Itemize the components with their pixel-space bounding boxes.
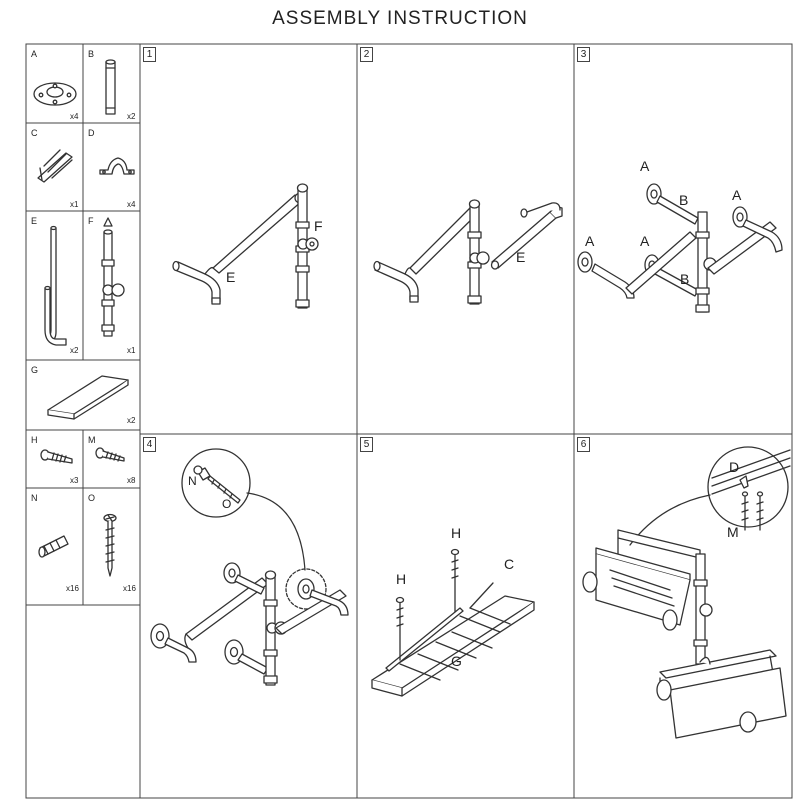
- part-qty-e: x2: [70, 346, 79, 355]
- tee-pipe-icon: [101, 217, 125, 337]
- step5-callout-h2: H: [451, 525, 462, 541]
- part-letter-o: O: [88, 493, 96, 503]
- step6-callout-m: M: [727, 524, 739, 540]
- step-5-illustration: [371, 548, 535, 697]
- pipe-strap-icon: [99, 157, 135, 175]
- part-letter-c: C: [31, 128, 38, 138]
- part-qty-a: x4: [70, 112, 79, 121]
- small-screw-icon: [95, 447, 125, 462]
- step3-callout-a1: A: [640, 158, 650, 174]
- step3-callout-b2: B: [680, 271, 690, 287]
- step1-callout-e: E: [226, 269, 236, 285]
- step3-callout-b1: B: [679, 192, 689, 208]
- flange-icon: [33, 82, 77, 106]
- part-qty-h: x3: [70, 476, 79, 485]
- pipe-icon: [105, 59, 116, 115]
- step-2-illustration: [373, 199, 563, 305]
- wall-anchor-icon: [38, 535, 69, 558]
- step-number-1: 1: [143, 47, 156, 62]
- part-qty-d: x4: [127, 200, 136, 209]
- part-letter-b: B: [88, 49, 95, 59]
- shelf-board-icon: [47, 375, 129, 420]
- part-letter-d: D: [88, 128, 95, 138]
- part-letter-n: N: [31, 493, 38, 503]
- hook-bar-icon: [37, 149, 73, 183]
- screw-icon: [40, 449, 73, 464]
- step-4-illustration: [150, 448, 349, 686]
- part-letter-h: H: [31, 435, 38, 445]
- page-title: ASSEMBLY INSTRUCTION: [272, 8, 528, 29]
- step-1-illustration: [172, 183, 319, 309]
- part-letter-m: M: [88, 435, 96, 445]
- part-qty-b: x2: [127, 112, 136, 121]
- step3-callout-a3: A: [585, 233, 595, 249]
- step6-callout-d: D: [729, 459, 740, 475]
- part-letter-f: F: [88, 216, 94, 226]
- step4-callout-n: N: [188, 474, 197, 488]
- wood-screw-icon: [103, 513, 117, 577]
- step5-callout-h1: H: [396, 571, 407, 587]
- step-number-3: 3: [577, 47, 590, 62]
- part-qty-f: x1: [127, 346, 136, 355]
- step-number-4: 4: [143, 437, 156, 452]
- step-3-illustration: [577, 183, 783, 313]
- step1-callout-f: F: [314, 218, 323, 234]
- step-number-5: 5: [360, 437, 373, 452]
- step3-callout-a2: A: [732, 187, 742, 203]
- part-qty-m: x8: [127, 476, 136, 485]
- step4-callout-o: O: [222, 497, 232, 511]
- step-6-illustration: [582, 446, 791, 739]
- step5-callout-g: G: [451, 653, 462, 669]
- step5-callout-c: C: [504, 556, 515, 572]
- step-number-6: 6: [577, 437, 590, 452]
- step-number-2: 2: [360, 47, 373, 62]
- part-letter-g: G: [31, 365, 39, 375]
- part-letter-e: E: [31, 216, 38, 226]
- step2-callout-e: E: [516, 249, 526, 265]
- l-pipe-icon: [44, 225, 67, 346]
- step3-callout-a4: A: [640, 233, 650, 249]
- part-qty-o: x16: [123, 584, 136, 593]
- part-letter-a: A: [31, 49, 38, 59]
- part-qty-g: x2: [127, 416, 136, 425]
- part-qty-c: x1: [70, 200, 79, 209]
- part-qty-n: x16: [66, 584, 79, 593]
